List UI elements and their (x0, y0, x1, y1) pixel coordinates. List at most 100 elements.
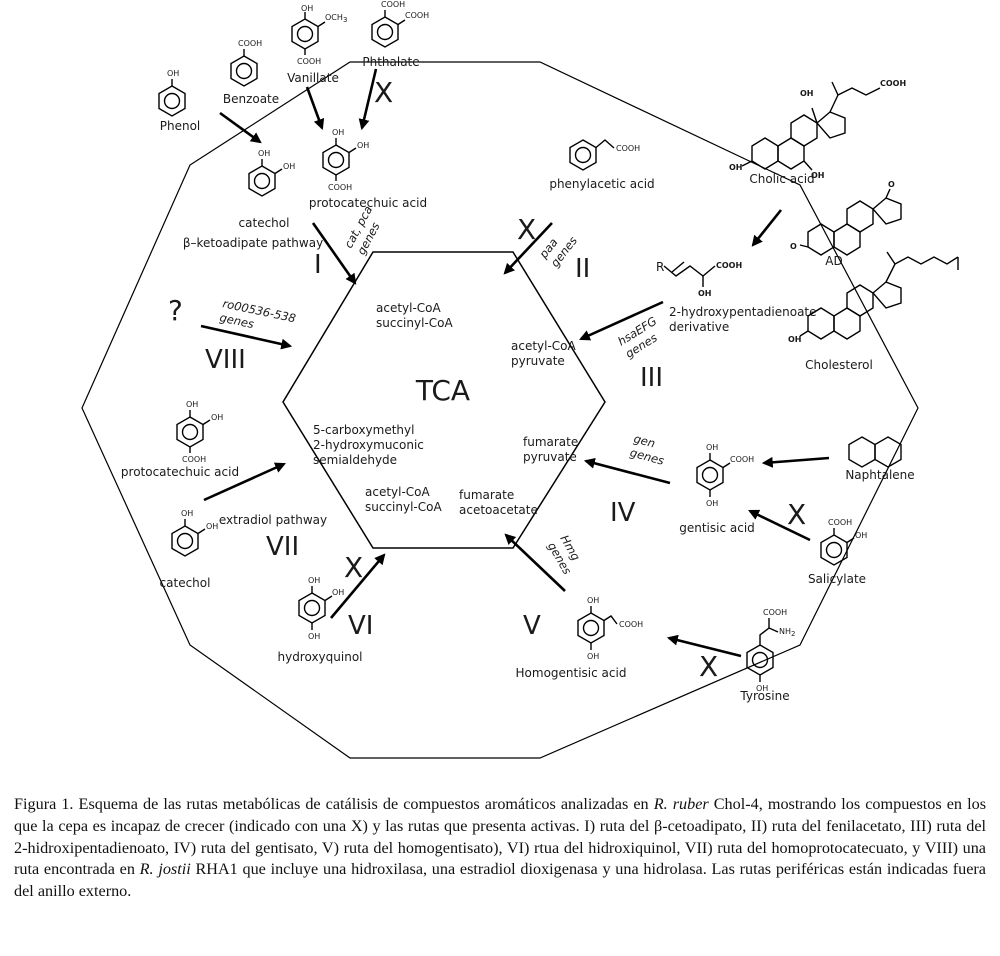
tca-title: TCA (415, 374, 470, 407)
svg-text:OH: OH (729, 163, 743, 172)
svg-text:COOH: COOH (405, 11, 429, 20)
svg-text:OH: OH (706, 499, 718, 508)
phenol-label: Phenol (160, 119, 201, 133)
protocatechuic-left-structure: OH OH COOH (176, 400, 223, 464)
salicylate-label: Salicylate (808, 572, 866, 586)
svg-text:COOH: COOH (716, 261, 742, 270)
svg-text:NH: NH (779, 627, 791, 636)
hydroxyquinol-label: hydroxyquinol (277, 650, 362, 664)
svg-text:COOH: COOH (238, 39, 262, 48)
svg-text:OH: OH (186, 400, 198, 409)
svg-text:OH: OH (756, 684, 768, 693)
svg-text:OH: OH (308, 632, 320, 641)
ad-structure: O O (790, 180, 902, 256)
pathway-V: V (523, 611, 541, 641)
cholic-acid-structure: COOH OH OH OH (729, 79, 906, 180)
svg-text:COOH: COOH (730, 455, 754, 464)
homogentisic-structure: OH COOH OH (577, 596, 643, 661)
svg-text:OH: OH (788, 335, 802, 344)
svg-text:COOH: COOH (297, 57, 321, 66)
reaction-arrows (200, 68, 830, 658)
svg-text:COOH: COOH (619, 620, 643, 629)
homogentisic-label: Homogentisic acid (516, 666, 627, 680)
vanillate-structure: OH OCH 3 COOH (291, 4, 347, 66)
protocatechuic-left-label: protocatechuic acid (121, 465, 239, 479)
cholesterol-structure: OH (788, 251, 959, 344)
svg-text:OH: OH (206, 522, 218, 531)
naphtalene-label: Naphtalene (845, 468, 914, 482)
svg-text:COOH: COOH (381, 0, 405, 9)
caption-species2: R. jostii (139, 860, 191, 879)
svg-text:OH: OH (181, 509, 193, 518)
gentisic-label: gentisic acid (679, 521, 755, 535)
svg-text:COOH: COOH (328, 183, 352, 192)
phenol-structure: OH (158, 69, 186, 117)
svg-text:2: 2 (791, 630, 795, 638)
pathway-I: I (314, 250, 322, 280)
blocked-mark-hydroxyquinol: X (344, 551, 363, 584)
tyrosine-structure: COOH NH 2 OH (746, 608, 795, 693)
tca-ring (282, 251, 606, 549)
svg-text:COOH: COOH (763, 608, 787, 617)
phenylacetic-label: phenylacetic acid (549, 177, 654, 191)
tyrosine-label: Tyrosine (739, 689, 789, 703)
svg-text:OH: OH (855, 531, 867, 540)
vanillate-label: Vanillate (287, 71, 339, 85)
svg-text:OH: OH (587, 652, 599, 661)
svg-text:OH: OH (357, 141, 369, 150)
caption-species1: R. ruber (653, 795, 709, 813)
unknown-mark: ? (168, 294, 183, 327)
svg-text:3: 3 (343, 16, 347, 24)
svg-text:OH: OH (308, 576, 320, 585)
catechol-bottom-structure: OH OH (171, 509, 218, 557)
svg-text:O: O (888, 180, 895, 189)
svg-text:O: O (790, 242, 797, 251)
genes-label-I: cat, pcagenes (341, 203, 388, 257)
svg-text:OH: OH (811, 171, 825, 180)
caption-part1: Esquema de las rutas metabólicas de catá… (73, 795, 654, 813)
svg-text:OH: OH (587, 596, 599, 605)
svg-text:OH: OH (211, 413, 223, 422)
blocked-mark-phthalate: X (374, 76, 393, 109)
svg-text:COOH: COOH (828, 518, 852, 527)
phthalate-structure: COOH COOH (371, 0, 429, 48)
svg-text:OH: OH (283, 162, 295, 171)
genes-label-V: Hmggenes (545, 533, 587, 577)
pathway-IV: IV (610, 498, 636, 528)
protocatechuic-top-structure: OH OH COOH (322, 128, 369, 192)
protocatechuic-top-label: protocatechuic acid (309, 196, 427, 210)
blocked-mark-phenylacetic: X (517, 213, 536, 246)
svg-text:R: R (656, 260, 664, 274)
extradiol-pathway-label: extradiol pathway (219, 513, 327, 527)
svg-text:OH: OH (800, 89, 814, 98)
gentisic-structure: OH COOH OH (696, 443, 754, 508)
catechol-bottom-label: catechol (160, 576, 211, 590)
phenylacetic-structure: COOH (569, 139, 640, 171)
catechol-top-label: catechol (239, 216, 290, 230)
svg-text:OH: OH (301, 4, 313, 13)
svg-text:COOH: COOH (616, 144, 640, 153)
svg-text:OH: OH (698, 289, 712, 298)
pathway-III: III (640, 363, 663, 393)
pathway-VIII: VIII (205, 345, 246, 375)
svg-text:COOH: COOH (182, 455, 206, 464)
benzoate-label: Benzoate (223, 92, 279, 106)
svg-text:OH: OH (332, 128, 344, 137)
svg-text:OCH: OCH (325, 13, 343, 22)
svg-text:OH: OH (258, 149, 270, 158)
pathway-VII: VII (266, 532, 299, 562)
blocked-mark-tyrosine: X (699, 650, 718, 683)
pathway-VI: VI (348, 611, 373, 641)
caption-part2: Chol-4, mostrando los compuestos en los … (14, 795, 986, 879)
cholic-acid-label: Cholic acid (749, 172, 814, 186)
betaketoadipate-label: β–ketoadipate pathway (183, 236, 323, 250)
pathway-II: II (575, 254, 590, 284)
svg-text:OH: OH (706, 443, 718, 452)
hydroxypentadienoate-structure: R COOH OH (656, 260, 742, 298)
ad-label: AD (825, 254, 842, 268)
svg-text:OH: OH (167, 69, 179, 78)
